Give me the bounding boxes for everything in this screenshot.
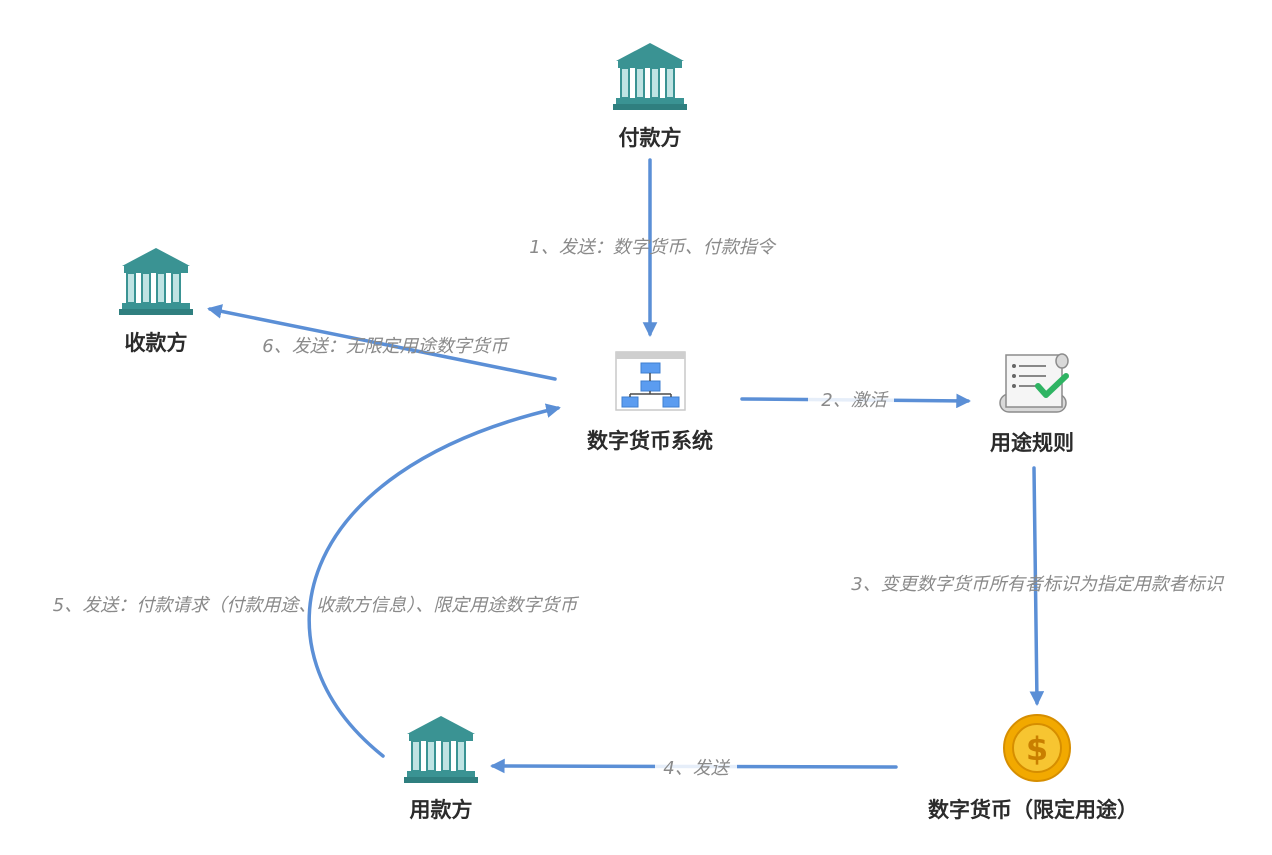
node-rules: 用途规则	[990, 353, 1074, 455]
edge-label-6: 6、发送：无限定用途数字货币	[262, 336, 509, 357]
edge-label-2: 2、激活	[821, 390, 888, 411]
edge-label-1: 1、发送：数字货币、付款指令	[529, 237, 776, 258]
svg-text:$: $	[1026, 730, 1048, 768]
checklist-scroll-icon	[999, 353, 1069, 413]
node-user: 用款方	[403, 715, 479, 822]
node-label-system: 数字货币系统	[587, 429, 713, 453]
node-payee: 收款方	[118, 247, 194, 355]
org-chart-icon	[615, 351, 686, 411]
node-payer: 付款方	[612, 42, 688, 150]
bank-icon	[612, 42, 688, 111]
node-label-payee: 收款方	[125, 331, 188, 355]
edge-label-4: 4、发送	[663, 758, 730, 779]
arrow-system-to-payee	[207, 304, 557, 381]
node-label-user: 用款方	[410, 798, 473, 822]
arrow-rules-to-coin	[1029, 466, 1045, 706]
edge-label-3: 3、变更数字货币所有者标识为指定用款者标识	[851, 574, 1224, 595]
node-coin: $ 数字货币（限定用途）	[928, 714, 1138, 822]
arrow-user-to-system	[307, 403, 561, 758]
bank-icon	[118, 247, 194, 316]
node-system: 数字货币系统	[587, 351, 713, 453]
edge-label-5: 5、发送：付款请求（付款用途、收款方信息）、限定用途数字货币	[53, 595, 579, 616]
node-label-coin: 数字货币（限定用途）	[928, 798, 1138, 822]
bank-icon	[403, 715, 479, 784]
dollar-coin-icon: $	[1003, 714, 1071, 782]
node-label-payer: 付款方	[619, 126, 682, 150]
node-label-rules: 用途规则	[990, 431, 1074, 455]
